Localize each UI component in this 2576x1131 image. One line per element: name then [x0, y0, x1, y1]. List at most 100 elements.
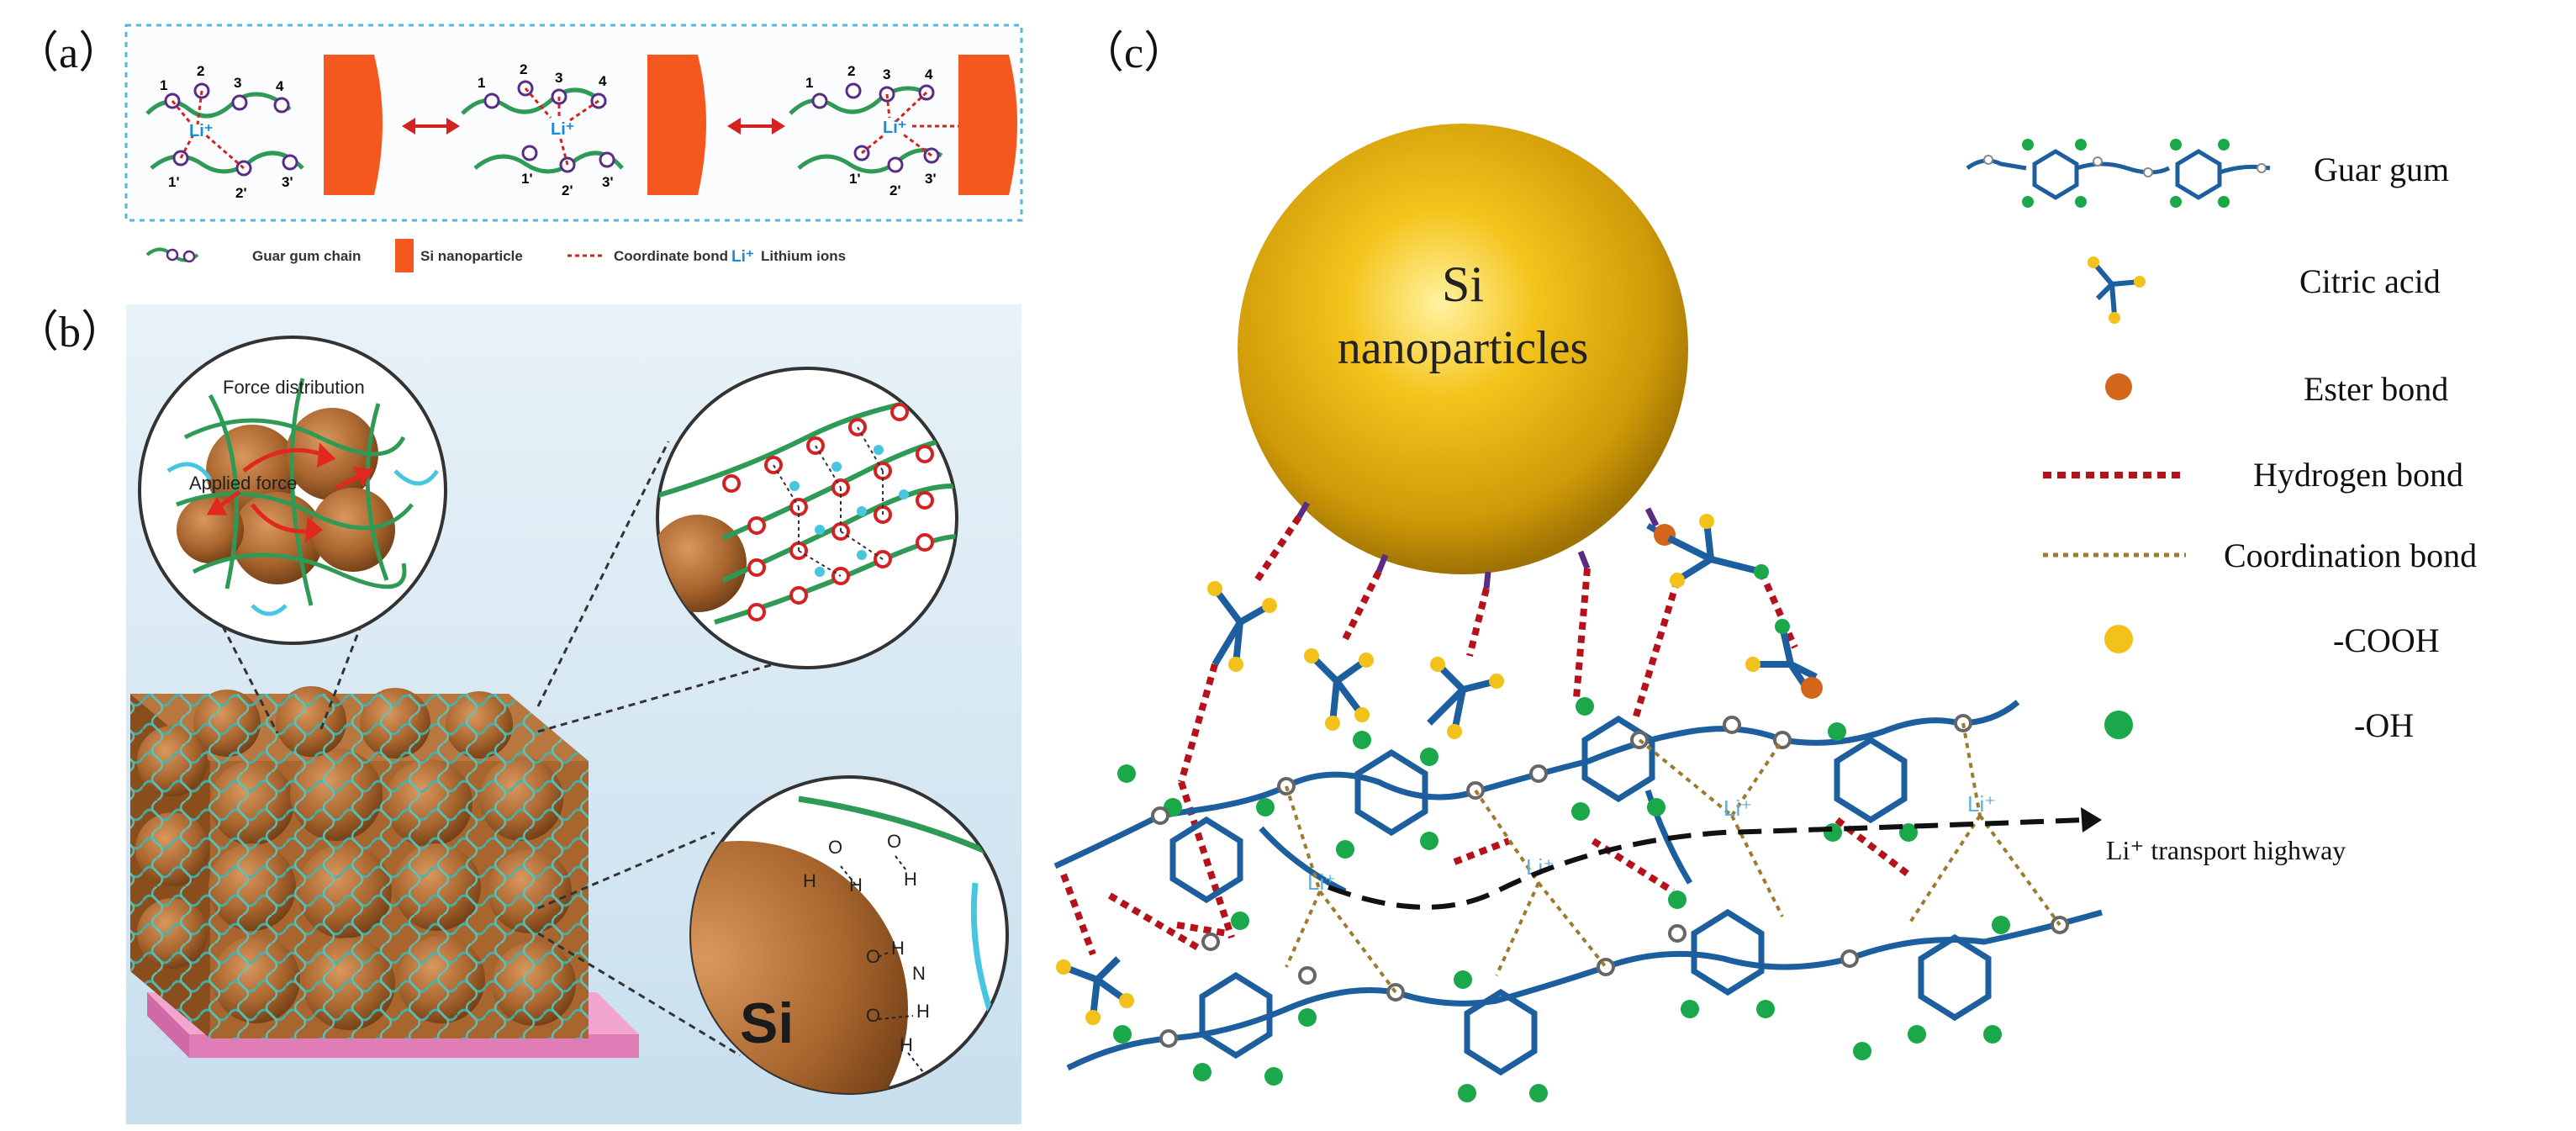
- legend-ester-bond-icon: [2105, 373, 2132, 400]
- si-nanoparticle: [324, 55, 383, 195]
- legend-particle-swatch: [395, 239, 414, 272]
- panel-a-stage-1: Li⁺ 1 2 3 4 1' 2' 3': [145, 55, 383, 201]
- electrode-block: [130, 686, 589, 1039]
- site-4: 4: [276, 78, 284, 94]
- pyranose-rings: [1169, 715, 1992, 1076]
- legend-ion-label: Lithium ions: [761, 248, 846, 264]
- citric-acid-molecules: [1056, 514, 1823, 1025]
- applied-force-label: Applied force: [189, 473, 297, 494]
- panel-b-label: （b）: [15, 309, 124, 357]
- panel-a-label: （a）: [15, 29, 122, 77]
- site-1: 1: [478, 75, 485, 91]
- site-3: 3: [555, 70, 562, 86]
- legend-guar-gum-label: Guar gum: [2314, 151, 2449, 188]
- citric-acid: [1056, 956, 1134, 1025]
- site-2p: 2': [889, 182, 901, 198]
- substrate-side: [147, 992, 189, 1058]
- site-1p: 1': [168, 174, 180, 190]
- force-distribution-label: Force distribution: [223, 377, 365, 398]
- legend-coordination-bond-label: Coordination bond: [2224, 536, 2477, 574]
- li-ion-label: Li⁺: [551, 120, 574, 139]
- site-2: 2: [197, 63, 204, 79]
- citric-acid: [1667, 514, 1769, 588]
- li-ion-label: Li⁺: [883, 119, 906, 137]
- force-distribution-inset: Force distribution Applied force: [138, 336, 447, 645]
- panel-a-stage-2: Li⁺ 1 2 3 4 1' 2' 3': [461, 55, 706, 198]
- atom-o: O: [887, 831, 901, 852]
- legend-citric-acid-icon: [2088, 256, 2146, 324]
- legend-bond-label: Coordinate bond: [614, 248, 728, 264]
- atom-h: H: [900, 1034, 913, 1055]
- si-nanoparticle: [958, 55, 1017, 195]
- li-ion-label: Li⁺: [1723, 795, 1752, 821]
- atom-o: O: [828, 837, 842, 858]
- atom-h: H: [803, 870, 816, 891]
- site-3p: 3': [925, 171, 937, 187]
- atom-h: H: [916, 1001, 930, 1022]
- si-nanoparticle: [647, 55, 706, 195]
- panel-c-label: （c）: [1080, 29, 1187, 77]
- transport-highway-label: Li⁺ transport highway: [2106, 835, 2346, 865]
- site-3: 3: [234, 75, 241, 91]
- legend-ion-symbol: Li⁺: [731, 248, 754, 266]
- atom-o: O: [866, 1005, 880, 1026]
- legend-ester-bond-label: Ester bond: [2304, 370, 2448, 408]
- panel-a: （a） Li⁺ 1 2 3 4 1' 2' 3': [15, 24, 1023, 272]
- legend-chain-label: Guar gum chain: [252, 248, 361, 264]
- atom-h: H: [904, 869, 917, 890]
- site-1p: 1': [849, 171, 861, 187]
- citric-acid: [1745, 619, 1823, 699]
- atom-o: O: [866, 946, 880, 967]
- panel-b: （b）: [15, 304, 1021, 1124]
- surface-tethers: [1296, 501, 1660, 589]
- atom-h: H: [891, 938, 905, 959]
- citric-acid: [1207, 581, 1277, 672]
- guar-gum-chains: [1053, 700, 2103, 1071]
- site-2: 2: [520, 61, 527, 77]
- site-1p: 1': [521, 171, 533, 187]
- site-2p: 2': [235, 185, 247, 201]
- particle-label-nanoparticles: nanoparticles: [1338, 322, 1589, 374]
- atom-h: H: [849, 875, 863, 896]
- site-2: 2: [847, 63, 855, 79]
- citric-acid: [1427, 657, 1504, 739]
- bridging-oxygens: [1151, 714, 2069, 1048]
- coordination-bonds: [1285, 722, 2061, 994]
- particle-label-si: Si: [1442, 256, 1484, 312]
- legend-hydrogen-bond-label: Hydrogen bond: [2253, 456, 2463, 494]
- exchange-arrow-1: [402, 118, 460, 135]
- exchange-arrow-2: [727, 118, 785, 135]
- legend-particle-label: Si nanoparticle: [420, 248, 523, 264]
- binder-network: [130, 694, 589, 1039]
- site-1: 1: [805, 75, 813, 91]
- site-3: 3: [883, 66, 890, 82]
- site-1: 1: [160, 77, 167, 93]
- legend-oh-label: -OH: [2354, 706, 2414, 744]
- site-3p: 3': [282, 174, 293, 190]
- legend-cooh-label: -COOH: [2333, 621, 2440, 659]
- legend-guar-gum-icon: [1966, 139, 2271, 208]
- li-ions-network: Li⁺ Li⁺ Li⁺ Li⁺: [1307, 791, 1996, 895]
- transport-highway-arrow: [1327, 817, 2086, 910]
- substrate-front: [189, 1034, 639, 1058]
- citric-acid: [1304, 648, 1374, 731]
- panel-a-legend: Guar gum chain Si nanoparticle Coordinat…: [145, 239, 846, 272]
- panel-a-frame: [124, 24, 1023, 222]
- transport-highway-arrowhead: [2081, 807, 2102, 832]
- site-4: 4: [599, 73, 607, 89]
- legend-citric-acid-label: Citric acid: [2299, 262, 2441, 300]
- si-core-label: Si: [740, 991, 794, 1055]
- legend-cooh-icon: [2104, 625, 2133, 653]
- li-ion-label: Li⁺: [189, 122, 213, 140]
- si-nanoparticle-sphere: [1238, 124, 1688, 574]
- site-2p: 2': [562, 182, 573, 198]
- coordination-network-inset: [656, 367, 958, 669]
- oh-groups: [1113, 697, 2010, 1102]
- panel-c: （c） Si nanoparticles: [1053, 29, 2477, 1102]
- site-3p: 3': [602, 174, 614, 190]
- legend-oh-icon: [2104, 711, 2133, 739]
- panel-a-stage-3: Li⁺ 1 2 3 4 1' 2' 3': [789, 55, 1017, 198]
- panel-c-legend: Guar gum Citric acid Ester bond Hydrogen…: [1966, 139, 2477, 744]
- zoom-connectors: [221, 441, 774, 1057]
